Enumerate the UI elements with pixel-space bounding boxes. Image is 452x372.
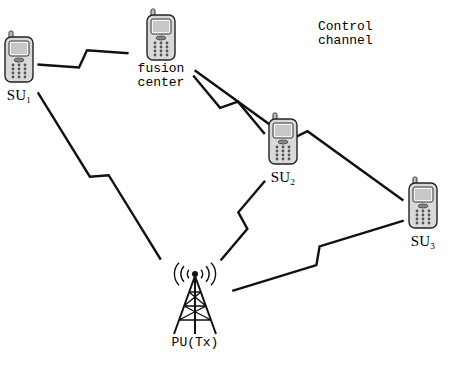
node-label: SU₃ xyxy=(411,233,435,250)
secondary-user: SU₁ xyxy=(2,30,36,104)
node-label: SU₂ xyxy=(271,169,295,186)
secondary-user: SU₂ xyxy=(266,112,300,186)
fusion-center: fusion center xyxy=(130,8,192,91)
node-label: SU₁ xyxy=(7,87,31,104)
phone-icon xyxy=(406,176,440,230)
secondary-user: SU₃ xyxy=(406,176,440,250)
wireless-link xyxy=(221,181,266,261)
phone-icon xyxy=(2,30,36,84)
wireless-link xyxy=(195,70,404,200)
phone-icon xyxy=(144,8,178,62)
primary-user-tower: PU(Tx) xyxy=(160,262,230,350)
wireless-link xyxy=(37,50,128,67)
node-label: fusion center xyxy=(130,62,192,91)
node-label: PU(Tx) xyxy=(172,336,219,350)
wireless-link xyxy=(193,76,265,134)
channel-label: Control channel xyxy=(318,20,382,49)
phone-icon xyxy=(266,112,300,166)
tower-icon xyxy=(160,262,230,336)
wireless-link xyxy=(38,92,161,259)
wireless-link xyxy=(232,221,403,291)
